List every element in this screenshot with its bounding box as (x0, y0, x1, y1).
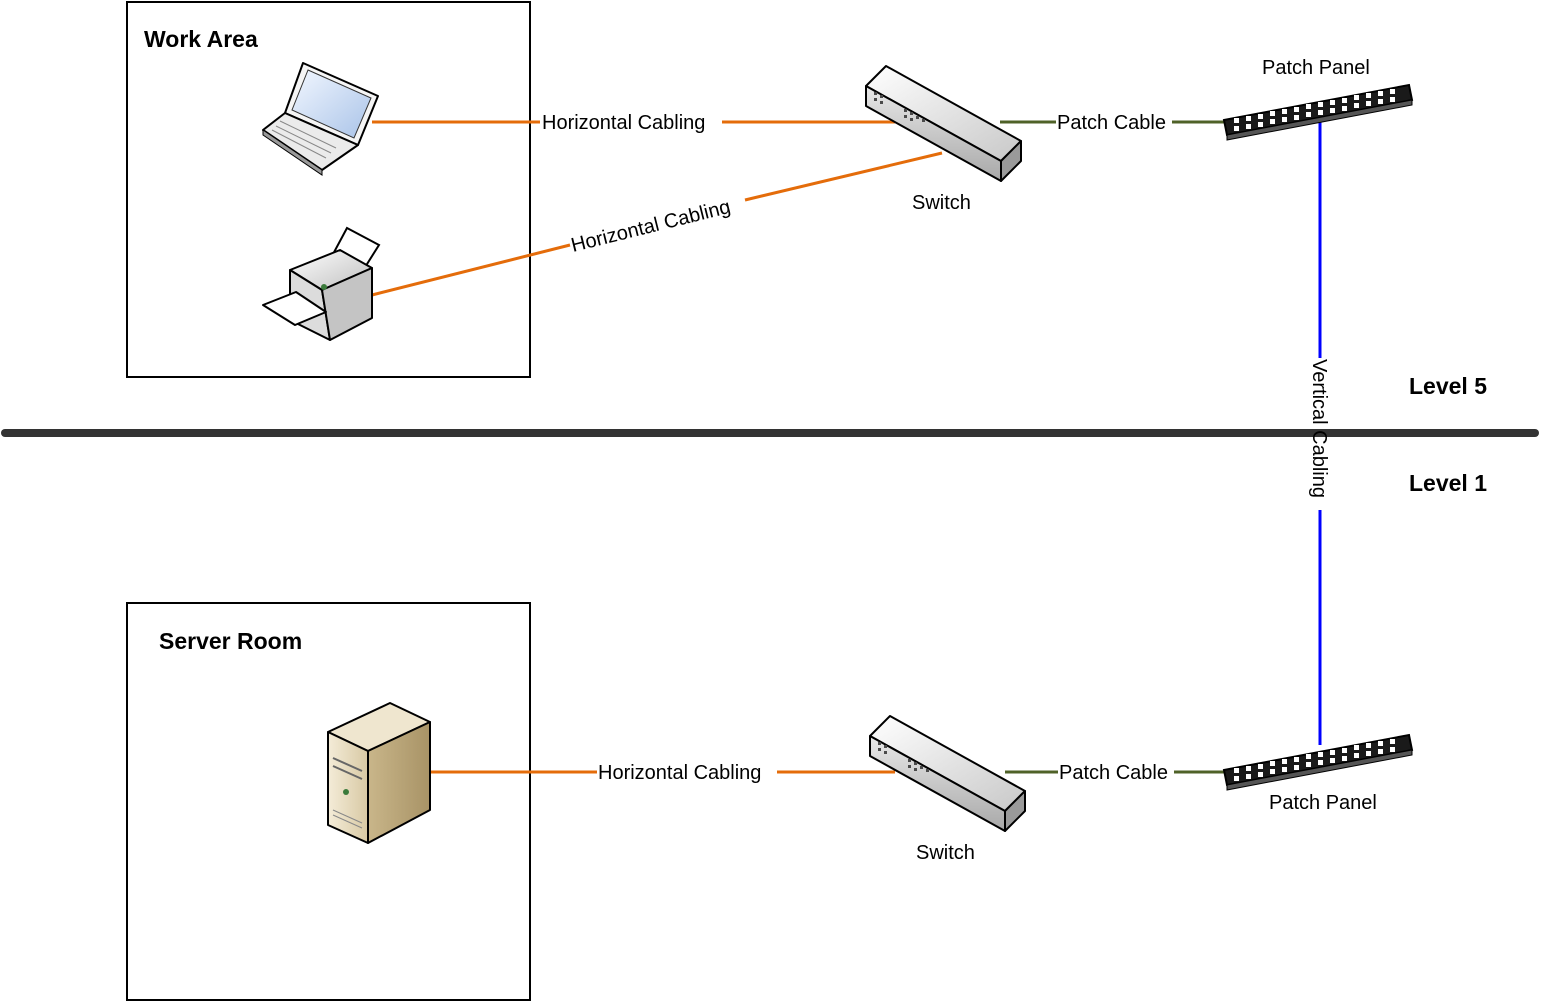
server-room-box (126, 602, 531, 1001)
level-5-label: Level 5 (1409, 373, 1487, 399)
work-area-title: Work Area (144, 26, 258, 52)
cable-label-printer: Horizontal Cabling (569, 196, 733, 257)
patch-panel-icon (1223, 734, 1413, 791)
cable-label-laptop: Horizontal Cabling (542, 112, 705, 134)
cable-label-server: Horizontal Cabling (598, 762, 761, 784)
cable-printer-switch-left (371, 243, 571, 297)
lower-patch-panel-label: Patch Panel (1269, 792, 1377, 814)
vertical-cable-label: Vertical Cabling (1308, 359, 1330, 498)
patch-cable-label-upper: Patch Cable (1057, 112, 1166, 134)
printer-icon (262, 226, 381, 341)
upper-switch-label: Switch (912, 192, 971, 214)
patch-panel-icon (1223, 84, 1413, 141)
server-room-title: Server Room (159, 628, 302, 654)
work-area-box (126, 1, 531, 378)
lower-switch-label: Switch (916, 842, 975, 864)
cable-printer-switch-right (744, 151, 943, 202)
upper-patch-panel-label: Patch Panel (1262, 57, 1370, 79)
level-1-label: Level 1 (1409, 470, 1487, 496)
laptop-icon (262, 62, 379, 176)
patch-cable-label-lower: Patch Cable (1059, 762, 1168, 784)
server-icon (327, 702, 431, 844)
